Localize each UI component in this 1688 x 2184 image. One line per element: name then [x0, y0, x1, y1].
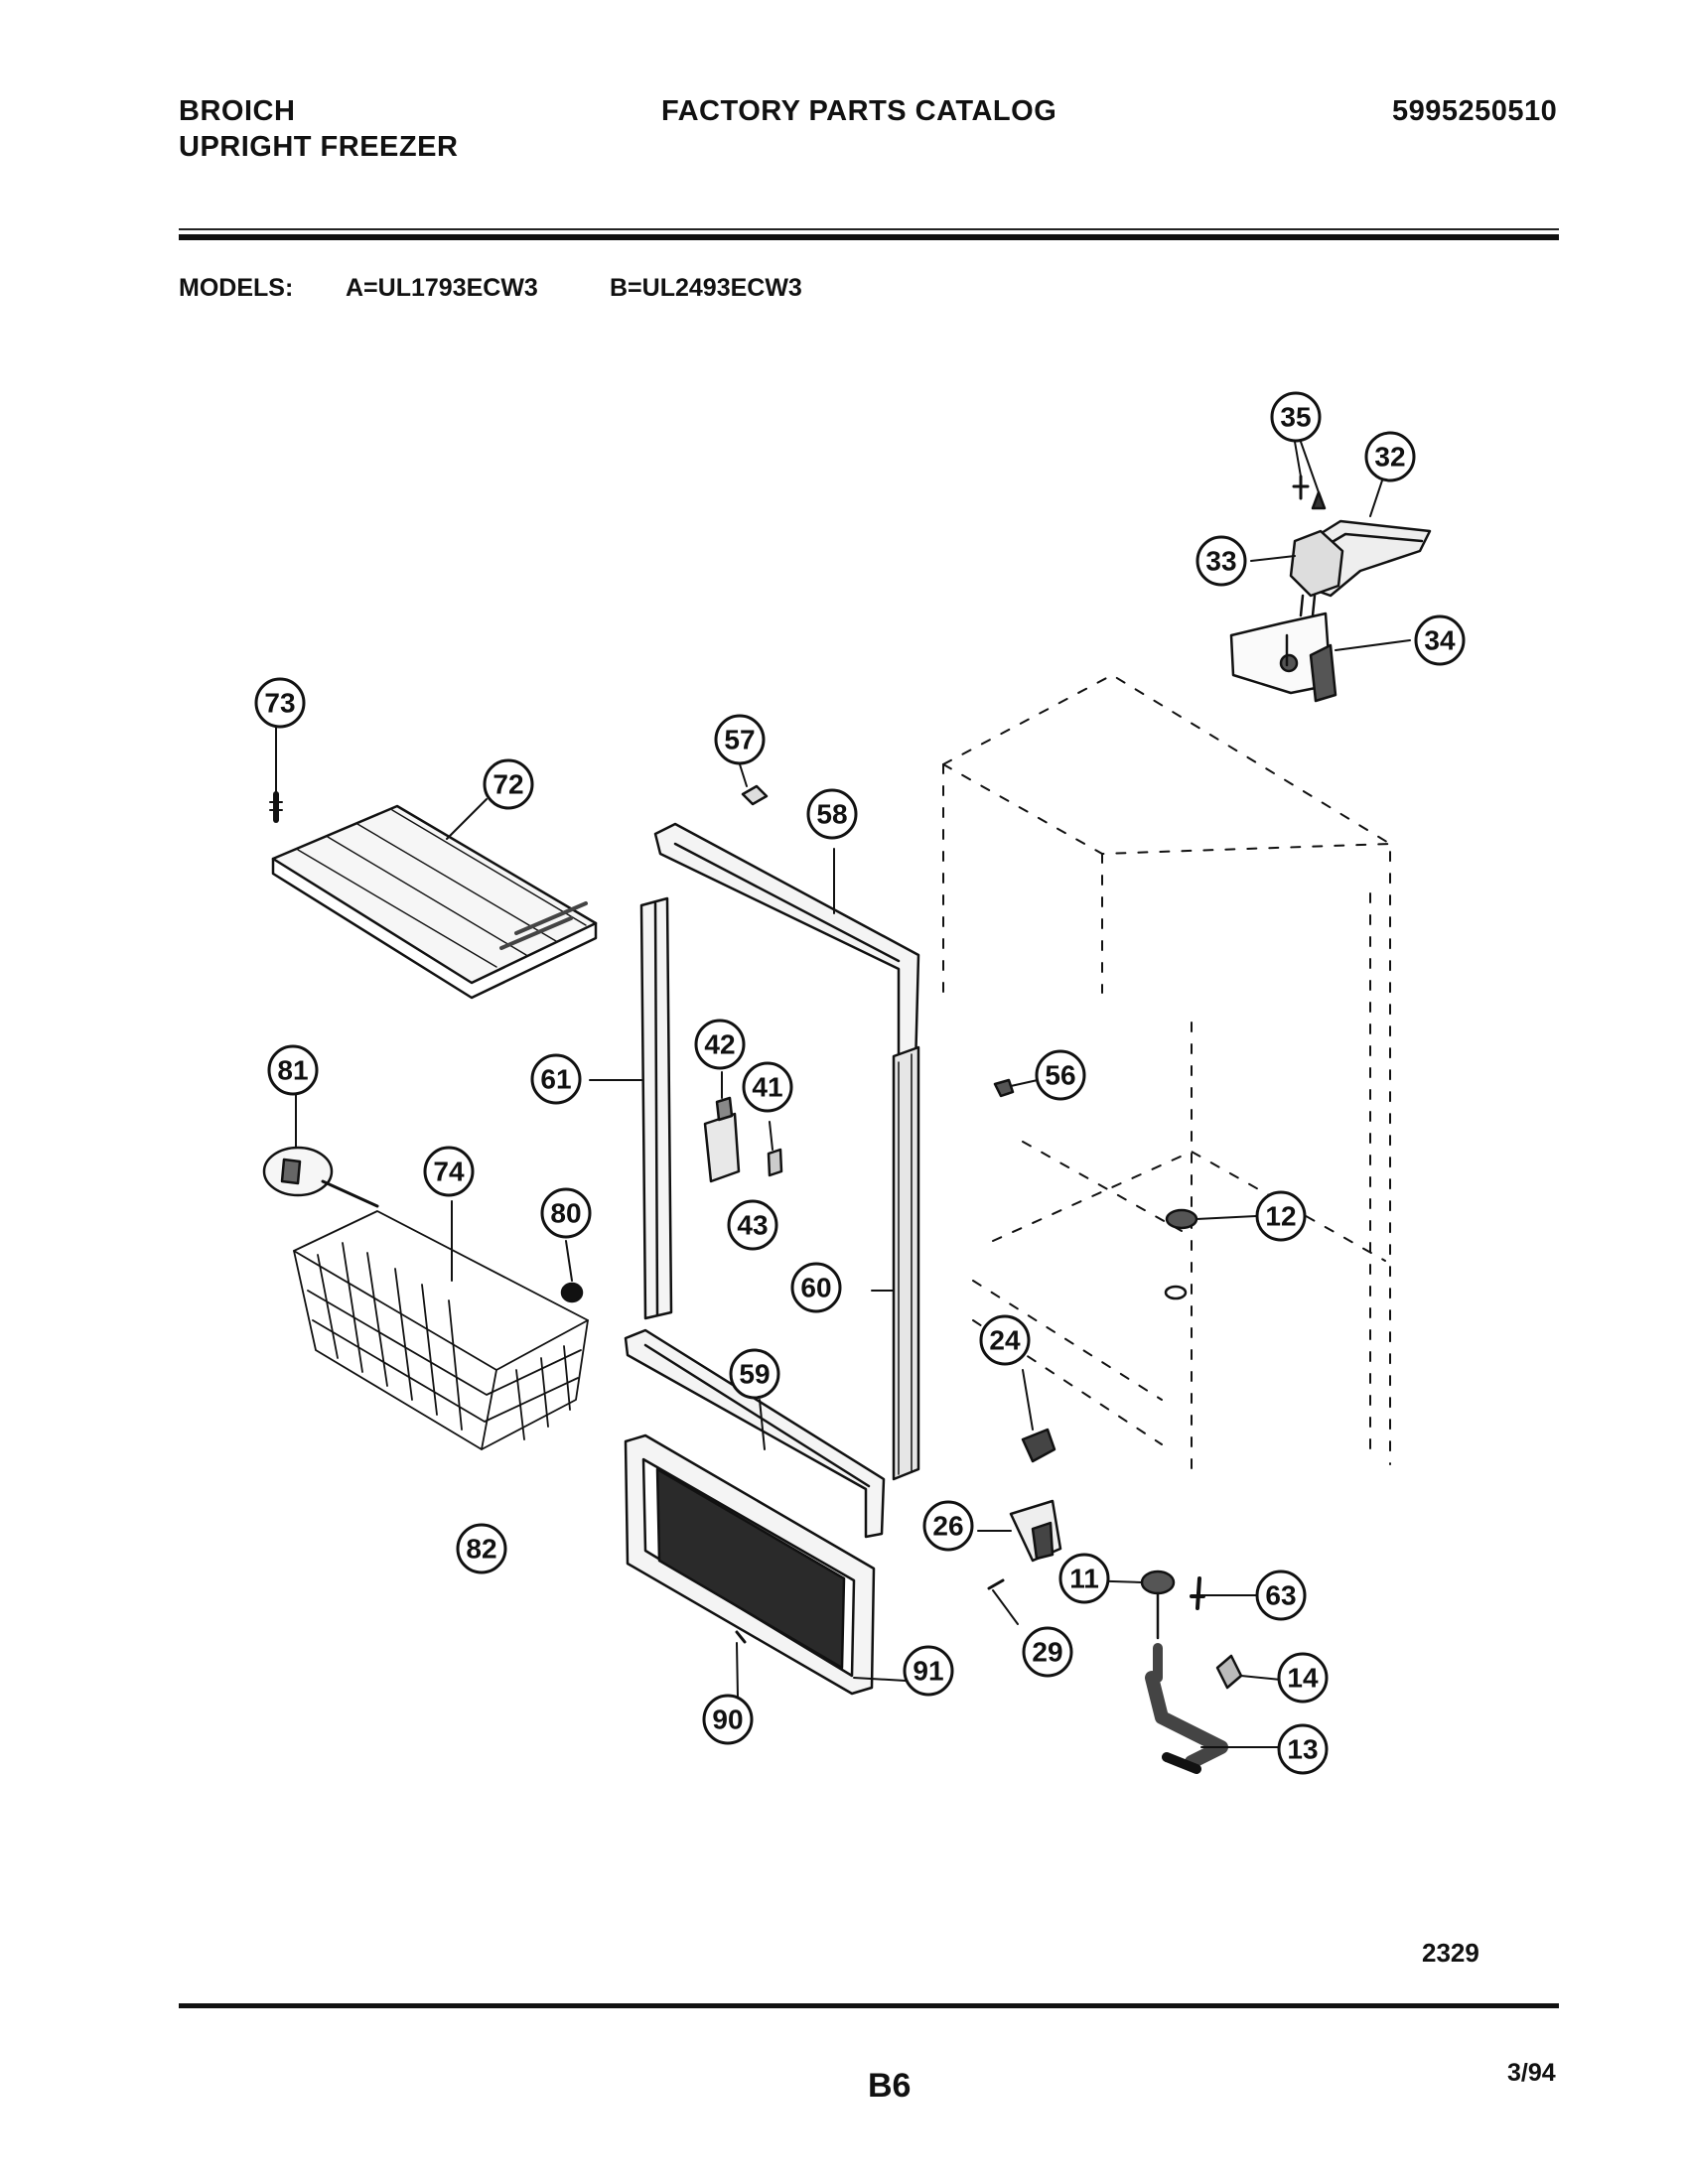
callout-74-label: 74	[433, 1157, 465, 1187]
callout-12: 12	[1255, 1190, 1307, 1242]
callout-56-label: 56	[1045, 1060, 1075, 1091]
callout-72-label: 72	[492, 769, 523, 800]
callout-42-label: 42	[704, 1029, 735, 1060]
callout-41-label: 41	[752, 1072, 782, 1103]
callout-41: 41	[742, 1061, 793, 1113]
callout-74: 74	[423, 1146, 475, 1197]
callout-29: 29	[1022, 1626, 1073, 1678]
callout-11: 11	[1058, 1553, 1110, 1604]
gasket-clip-part	[741, 784, 769, 806]
cabinet-plug-part	[1164, 1208, 1198, 1300]
callout-57-label: 57	[724, 725, 755, 755]
models-line: MODELS: A=UL1793ECW3 B=UL2493ECW3	[179, 274, 802, 303]
catalog-title: FACTORY PARTS CATALOG	[661, 95, 1057, 127]
callout-63: 63	[1255, 1570, 1307, 1621]
callout-35: 35	[1270, 391, 1322, 443]
top-hinge-assembly	[1229, 475, 1432, 703]
callout-80-label: 80	[550, 1198, 581, 1229]
door-screw-part	[735, 1630, 747, 1644]
callout-35-label: 35	[1280, 402, 1311, 433]
callout-59: 59	[729, 1348, 780, 1400]
basket-support-part	[262, 1146, 379, 1208]
callout-34: 34	[1414, 614, 1466, 666]
callout-81: 81	[267, 1044, 319, 1096]
callout-57: 57	[714, 714, 766, 765]
callout-56: 56	[1035, 1049, 1086, 1101]
brand-name: BROICH	[179, 95, 296, 127]
callout-58: 58	[806, 788, 858, 840]
callout-91: 91	[903, 1645, 954, 1697]
freezer-cabinet-outline	[942, 674, 1391, 1470]
callout-73: 73	[254, 677, 306, 729]
callout-61: 61	[530, 1053, 582, 1105]
callout-91-label: 91	[913, 1656, 943, 1687]
callout-82-label: 82	[466, 1534, 496, 1565]
shelf-screw-part	[269, 791, 283, 823]
catalog-part-number: 5995250510	[1392, 95, 1558, 127]
freezer-shelf-part	[271, 804, 598, 1000]
door-gasket-right-part	[892, 1045, 920, 1481]
callout-29-label: 29	[1032, 1637, 1062, 1668]
callout-24: 24	[979, 1314, 1031, 1366]
callout-32-label: 32	[1374, 442, 1405, 473]
callout-34-label: 34	[1424, 625, 1456, 656]
door-gasket-bottom-part	[624, 1328, 886, 1539]
page-number: B6	[868, 2067, 912, 2105]
callout-43-label: 43	[737, 1210, 768, 1241]
leader-lines	[275, 441, 1411, 1748]
callout-60-label: 60	[800, 1273, 831, 1303]
callout-42: 42	[694, 1019, 746, 1070]
header-rule-thick	[179, 234, 1559, 240]
model-a: A=UL1793ECW3	[346, 274, 538, 302]
door-gasket-top-part	[653, 822, 920, 1074]
wire-basket-part	[293, 1210, 589, 1450]
door-stop-bracket-part	[1021, 1428, 1056, 1463]
footer-rule	[179, 2003, 1559, 2008]
catalog-date: 3/94	[1507, 2059, 1556, 2087]
callout-26: 26	[922, 1500, 974, 1552]
callout-59-label: 59	[739, 1359, 770, 1390]
header-rule-thin	[179, 228, 1559, 230]
callout-13-label: 13	[1287, 1734, 1318, 1765]
models-label: MODELS:	[179, 274, 294, 302]
door-gasket-left-part	[639, 896, 673, 1320]
callout-13: 13	[1277, 1723, 1329, 1775]
basket-stop-part	[560, 1282, 584, 1303]
switch-assembly-part	[703, 1096, 783, 1183]
callout-63-label: 63	[1265, 1580, 1296, 1611]
callout-11-label: 11	[1069, 1564, 1099, 1594]
bottom-hinge-part	[1009, 1499, 1062, 1563]
callout-82: 82	[456, 1523, 507, 1574]
callout-73-label: 73	[264, 688, 295, 719]
callout-90-label: 90	[712, 1705, 743, 1735]
product-name: UPRIGHT FREEZER	[179, 131, 459, 163]
callout-43: 43	[727, 1199, 778, 1251]
hinge-pin-part	[987, 1578, 1005, 1590]
callout-72: 72	[483, 758, 534, 810]
callout-60: 60	[790, 1262, 842, 1313]
callout-90: 90	[702, 1694, 754, 1745]
model-b: B=UL2493ECW3	[610, 274, 802, 302]
callout-80: 80	[540, 1187, 592, 1239]
drawing-number: 2329	[1422, 1938, 1479, 1968]
drain-parts	[1140, 1570, 1243, 1774]
callout-81-label: 81	[277, 1055, 308, 1086]
callout-12-label: 12	[1265, 1201, 1296, 1232]
callout-61-label: 61	[540, 1064, 571, 1095]
callout-33: 33	[1196, 535, 1247, 587]
callout-33-label: 33	[1205, 546, 1236, 577]
callout-32: 32	[1364, 431, 1416, 482]
door-panel-part	[624, 1433, 876, 1696]
callout-14-label: 14	[1287, 1663, 1319, 1694]
callout-58-label: 58	[816, 799, 847, 830]
callout-14: 14	[1277, 1652, 1329, 1704]
callout-26-label: 26	[932, 1511, 963, 1542]
callout-24-label: 24	[989, 1325, 1021, 1356]
cabinet-screw-part	[993, 1078, 1015, 1098]
